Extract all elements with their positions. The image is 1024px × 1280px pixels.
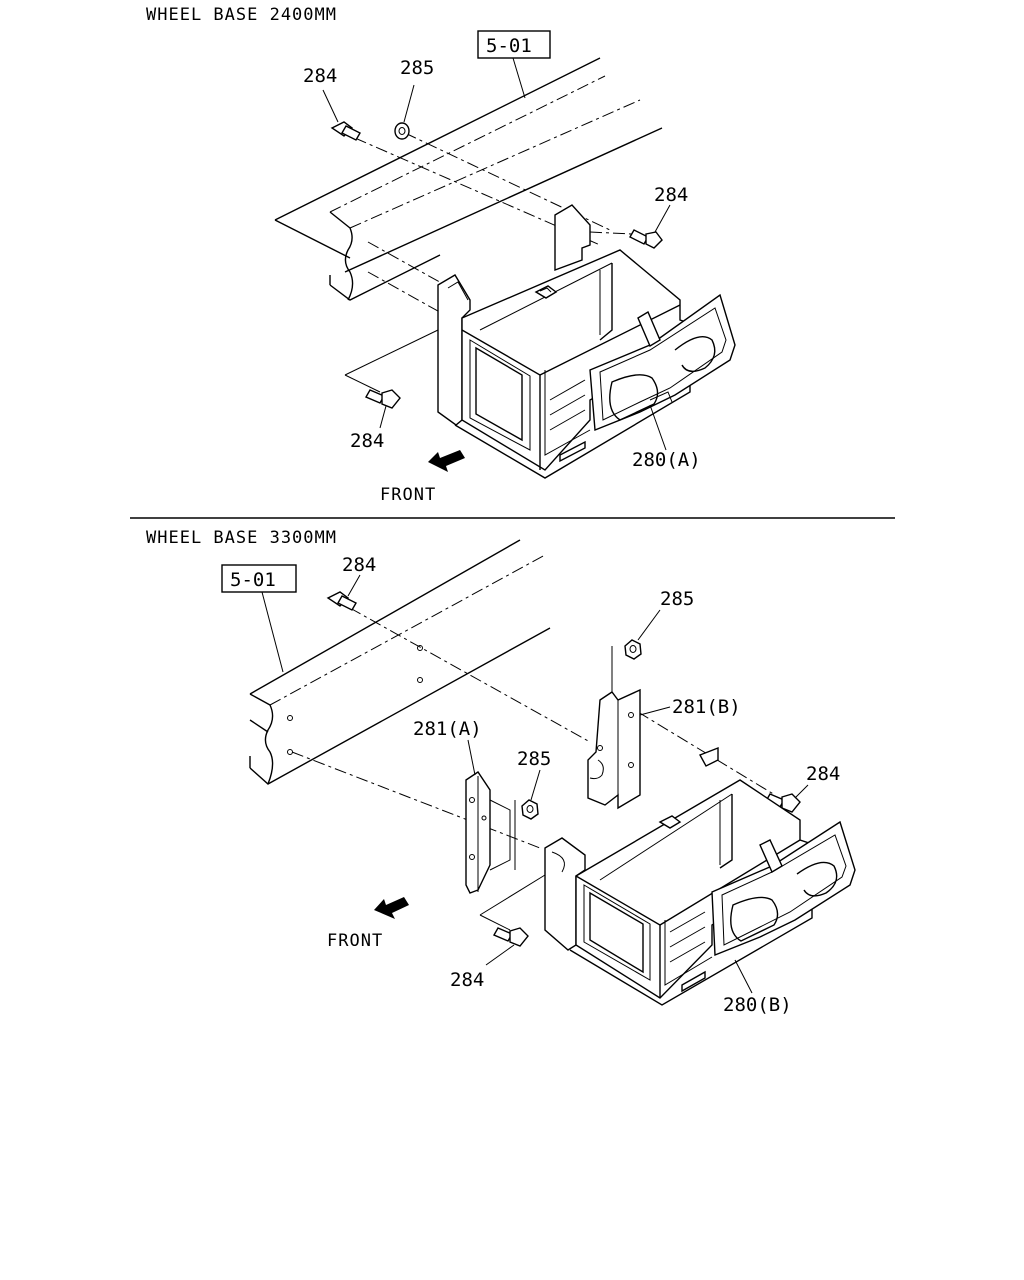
bolt-icon: [645, 231, 663, 249]
callout-280a: 280(A): [632, 449, 701, 471]
nut-icon: [521, 799, 539, 820]
ref-box-bottom[interactable]: 5-01: [221, 564, 297, 593]
ref-box-frame: [221, 564, 297, 593]
ref-box-label: 5-01: [230, 569, 276, 591]
battery-tray-280a[interactable]: [437, 204, 736, 479]
frame-rail-top: [274, 57, 663, 301]
callout-284-b-top: 284: [342, 554, 376, 576]
battery-tray-280b[interactable]: [544, 746, 856, 1006]
front-arrow-top-icon: [428, 450, 465, 472]
ref-leader: [512, 57, 526, 99]
callout-280b: 280(B): [723, 994, 792, 1016]
nut-icon: [394, 122, 410, 140]
front-label-bottom: FRONT: [327, 931, 383, 951]
callout-281a: 281(A): [413, 718, 482, 740]
callout-281b: 281(B): [672, 696, 741, 718]
bolt-284-top[interactable]: [322, 89, 361, 141]
bolt-284-b-bottom[interactable]: [485, 927, 529, 966]
bolt-284-b-top[interactable]: [326, 574, 361, 611]
callout-284-bottom: 284: [350, 430, 384, 452]
ref-box-top[interactable]: 5-01: [477, 30, 551, 59]
bolt-icon: [381, 389, 401, 409]
bolt-icon: [781, 793, 801, 813]
bolt-284-right[interactable]: [589, 204, 671, 249]
callout-284-b-bottom: 284: [450, 969, 484, 991]
nut-285-top[interactable]: [394, 84, 415, 140]
bracket-281b[interactable]: [587, 688, 671, 810]
bolt-284-b-right[interactable]: [765, 784, 809, 813]
callout-285-b-top: 285: [660, 588, 694, 610]
section-wheelbase-3300: WHEEL BASE 3300MM 5-01: [146, 528, 856, 1016]
ref-box-frame: [477, 30, 551, 59]
section-title-2400: WHEEL BASE 2400MM: [146, 5, 337, 25]
callout-285-top: 285: [400, 57, 434, 79]
bracket-281a[interactable]: [465, 739, 511, 894]
nut-icon: [624, 639, 642, 660]
section-wheelbase-2400: WHEEL BASE 2400MM 5-01: [146, 5, 736, 505]
callout-284-right: 284: [654, 184, 688, 206]
ref-box-label: 5-01: [486, 35, 532, 57]
bolt-284-bottom[interactable]: [365, 389, 401, 429]
front-arrow-bottom-icon: [374, 897, 409, 919]
nut-285-b-top[interactable]: [624, 609, 661, 660]
nut-285-b-mid[interactable]: [521, 769, 541, 820]
callout-285-b-mid: 285: [517, 748, 551, 770]
section-title-3300: WHEEL BASE 3300MM: [146, 528, 337, 548]
front-label-top: FRONT: [380, 485, 436, 505]
bolt-icon: [509, 927, 529, 947]
frame-rail-bottom: [249, 539, 551, 785]
callout-284-top: 284: [303, 65, 337, 87]
callout-284-b-right: 284: [806, 763, 840, 785]
